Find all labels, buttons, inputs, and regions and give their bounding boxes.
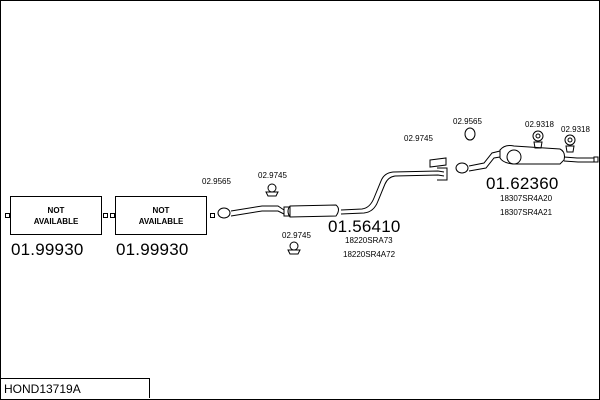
gasket-front-label: 02.9565 [202,177,231,186]
hanger-middle-bottom-shape [289,241,299,251]
middle-silencer-oem-1: 18220SRA73 [345,236,393,245]
hanger-rear-2-shape [564,134,576,146]
hanger-rear-2-label: 02.9318 [561,125,590,134]
rear-gasket-shape [455,162,469,174]
connector-square [103,213,108,218]
placeholder-1-part-number: 01.99930 [11,240,84,259]
placeholder-2-line2: AVAILABLE [138,216,184,226]
hanger-pipe-label: 02.9745 [404,134,433,143]
hanger-middle-top-shape [267,183,277,193]
rear-silencer-oem-1: 18307SR4A20 [500,194,553,203]
middle-silencer-part-number: 01.56410 [328,217,401,236]
placeholder-box-2: NOT AVAILABLE [115,196,207,235]
gasket-rear-ring [464,127,476,141]
hanger-middle-bottom-label: 02.9745 [282,231,311,240]
rear-silencer-shape [499,145,565,165]
rear-silencer-part-number: 01.62360 [486,174,559,193]
placeholder-1-line2: AVAILABLE [33,216,79,226]
placeholder-1-line1: NOT [47,205,65,215]
placeholder-box-1: NOT AVAILABLE [10,196,102,235]
diagram-code: HOND13719A [0,378,150,398]
connector-square [5,213,10,218]
tailpipe [563,156,594,159]
hanger-pipe-shape [429,157,447,168]
rear-silencer-oem-2: 18307SR4A21 [500,208,553,217]
hanger-middle-top-label: 02.9745 [258,171,287,180]
rear-pipe [468,150,501,167]
middle-silencer-oem-2: 18220SR4A72 [343,250,396,259]
middle-silencer-shape [287,204,339,218]
front-pipe [230,205,285,212]
gasket-rear-label: 02.9565 [453,117,482,126]
connector-square [210,213,215,218]
hanger-rear-1-shape [532,130,544,142]
front-gasket-shape [217,207,231,219]
hanger-rear-1-label: 02.9318 [525,120,554,129]
placeholder-2-part-number: 01.99930 [116,240,189,259]
placeholder-2-line1: NOT [152,205,170,215]
mid-pipe [340,170,445,211]
connector-square [110,213,115,218]
